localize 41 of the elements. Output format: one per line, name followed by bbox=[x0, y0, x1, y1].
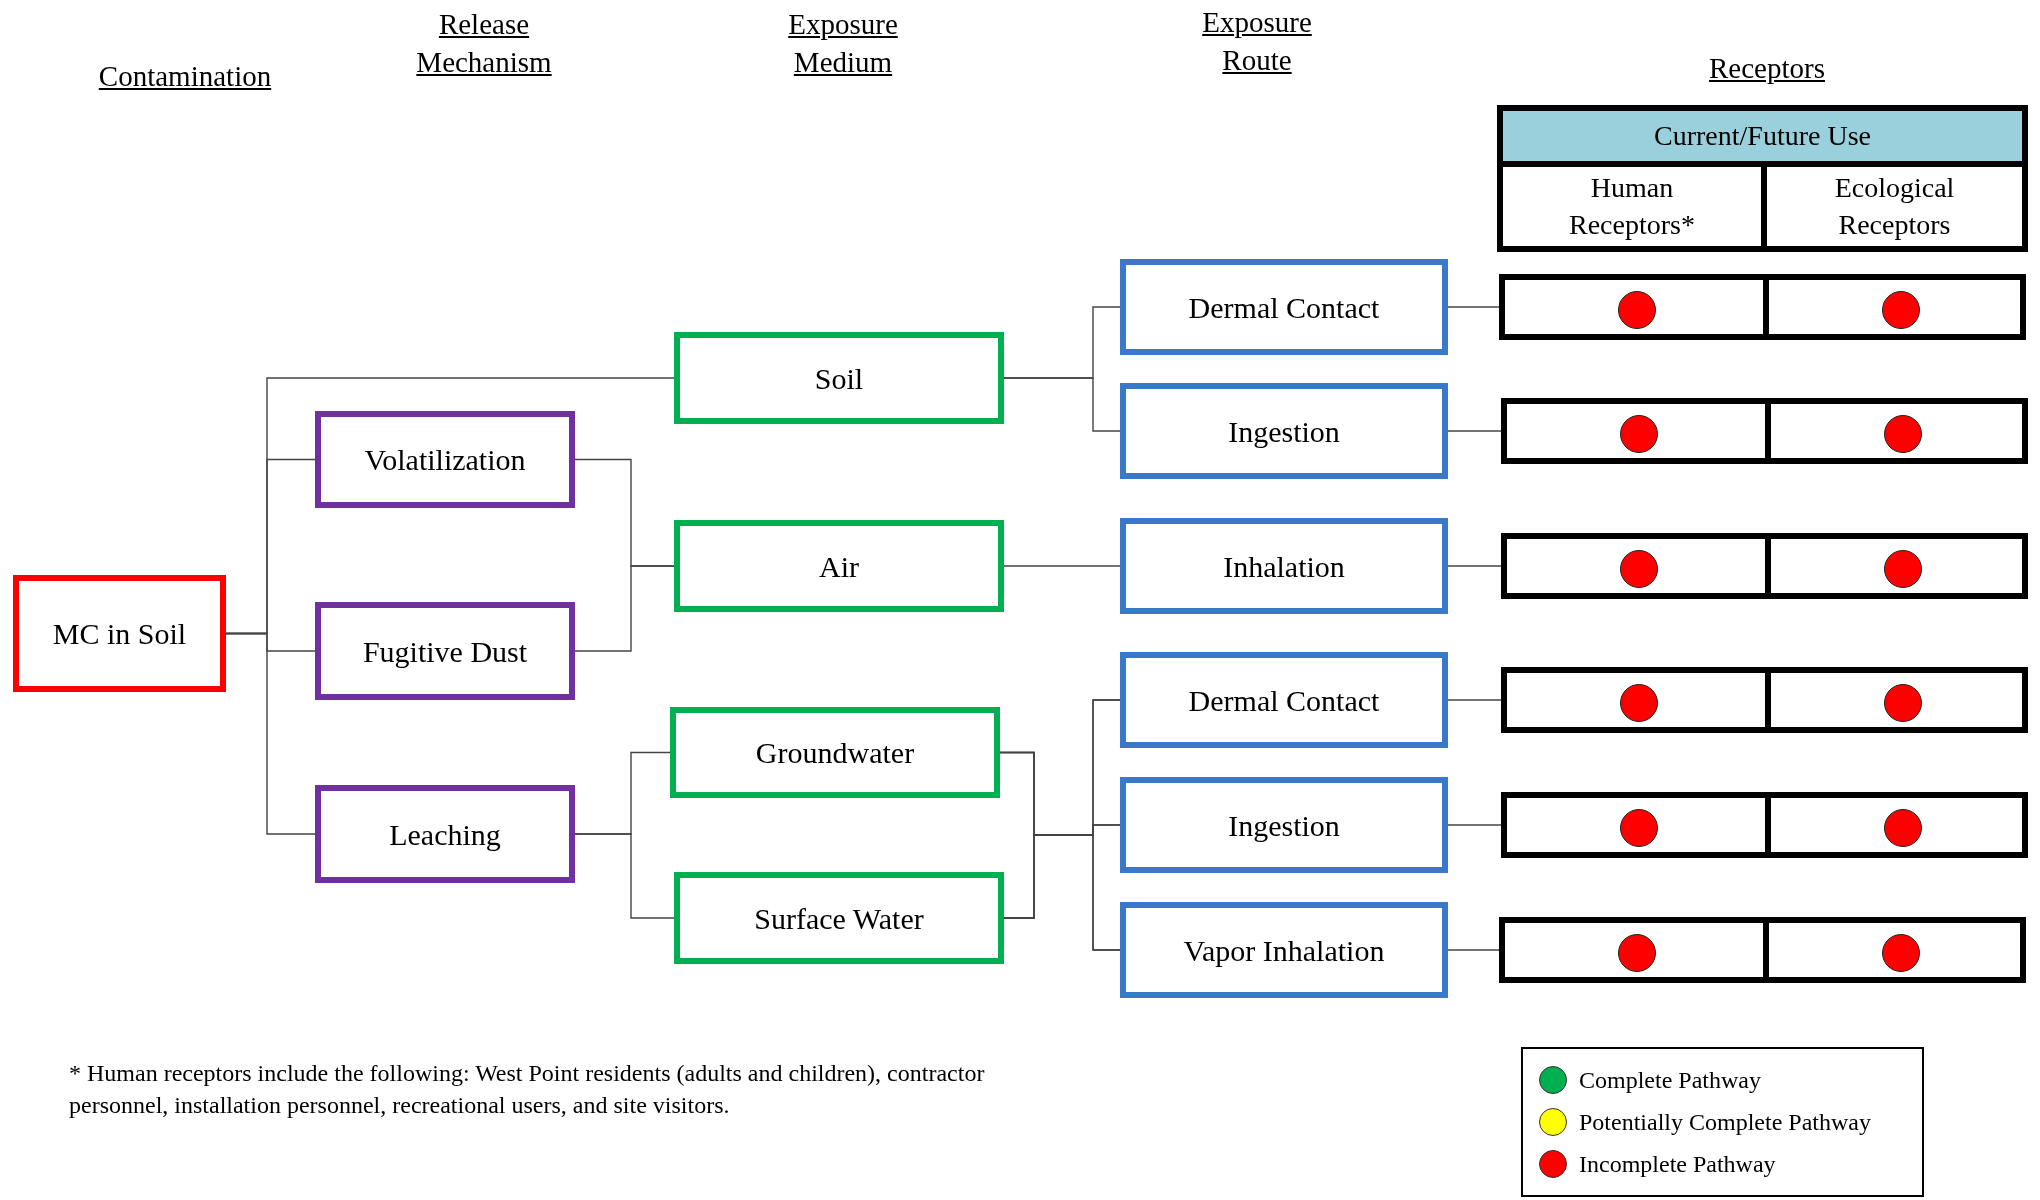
connector-line bbox=[1447, 306, 1500, 308]
release-mechanism-box: Fugitive Dust bbox=[315, 602, 575, 700]
column-heading: Exposure Medium bbox=[787, 7, 899, 80]
column-heading: Contamination bbox=[97, 59, 273, 94]
exposure-route-box: Ingestion bbox=[1120, 383, 1448, 479]
footnote: * Human receptors include the following: West Point residents (adults and children), contractor personnel, installation personnel, recreational users, and site visitors. bbox=[69, 1059, 986, 1121]
connector-line bbox=[574, 565, 675, 652]
connector-line bbox=[1447, 699, 1502, 701]
exposure-route-box: Inhalation bbox=[1120, 518, 1448, 614]
exposure-route-box: Dermal Contact bbox=[1120, 259, 1448, 355]
connector-line bbox=[225, 632, 316, 835]
connector-line bbox=[574, 833, 675, 919]
connector-line bbox=[1447, 565, 1502, 567]
exposure-medium-box: Soil bbox=[674, 332, 1004, 424]
exposure-medium-box: Air bbox=[674, 520, 1004, 612]
receptor-row bbox=[1501, 533, 2028, 599]
exposure-route-box: Ingestion bbox=[1120, 777, 1448, 873]
exposure-route-box: Vapor Inhalation bbox=[1120, 902, 1448, 998]
receptor-row bbox=[1501, 792, 2028, 858]
receptor-row bbox=[1499, 917, 2026, 983]
receptor-row bbox=[1499, 274, 2026, 340]
receptor-row bbox=[1501, 398, 2028, 464]
exposure-medium-box: Groundwater bbox=[670, 707, 1000, 798]
connector-line bbox=[1447, 824, 1502, 826]
connector-line bbox=[1003, 565, 1121, 567]
receptor-row bbox=[1501, 667, 2028, 733]
legend-label: Complete Pathway bbox=[1579, 1066, 1761, 1095]
connector-line bbox=[1003, 377, 1121, 432]
column-heading: Release Mechanism bbox=[415, 7, 553, 80]
source-box: MC in Soil bbox=[13, 575, 226, 692]
exposure-medium-box: Surface Water bbox=[674, 872, 1004, 964]
connector-line bbox=[1447, 430, 1502, 432]
release-mechanism-box: Leaching bbox=[315, 785, 575, 883]
legend-label: Incomplete Pathway bbox=[1579, 1150, 1776, 1179]
column-heading: Receptors bbox=[1708, 51, 1826, 86]
exposure-route-box: Dermal Contact bbox=[1120, 652, 1448, 748]
column-heading: Exposure Route bbox=[1201, 5, 1313, 78]
connector-line bbox=[1003, 834, 1121, 951]
connector-line bbox=[1447, 949, 1500, 951]
legend-label: Potentially Complete Pathway bbox=[1579, 1108, 1871, 1137]
release-mechanism-box: Volatilization bbox=[315, 411, 575, 508]
